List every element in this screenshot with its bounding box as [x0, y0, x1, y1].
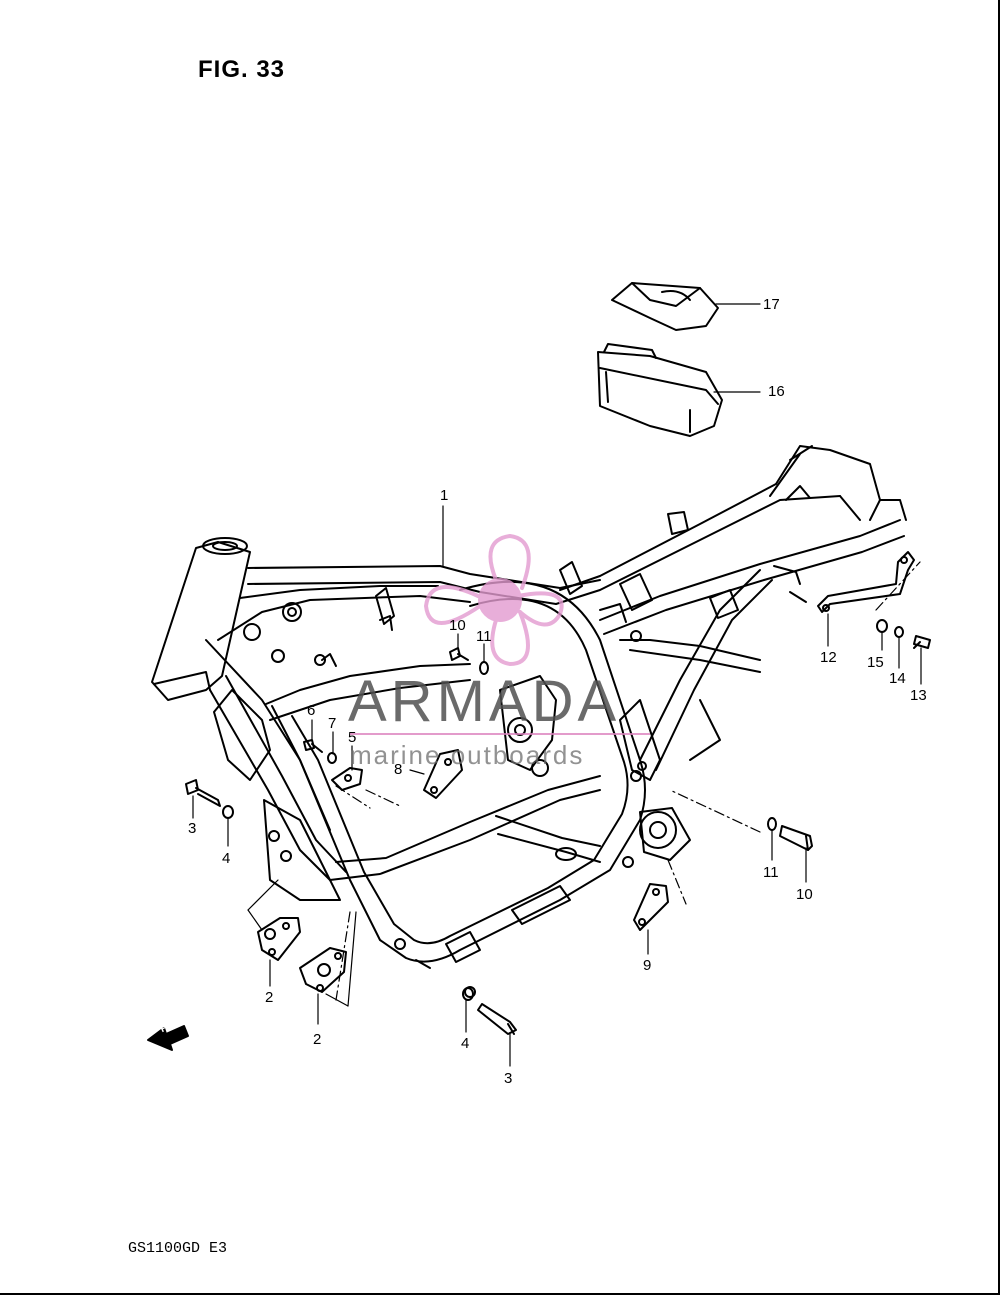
bolt-6	[303, 739, 323, 753]
callout-6: 6	[307, 702, 315, 719]
part-8-bracket	[423, 749, 463, 799]
leader-lines	[192, 303, 922, 1067]
assembly-lines	[335, 561, 921, 1001]
parts-13-14-15-fasteners	[876, 619, 931, 649]
callout-12: 12	[820, 649, 837, 666]
part-9-plate	[633, 883, 669, 931]
callout-4: 4	[222, 850, 230, 867]
callout-2: 2	[313, 1031, 321, 1048]
callout-2: 2	[265, 989, 273, 1006]
part-2-mount-plate-a	[257, 917, 301, 961]
figure-title: FIG. 33	[198, 56, 286, 83]
part-2-mount-plate-b	[299, 947, 347, 993]
watermark-logo-mark	[424, 534, 564, 666]
part-17-cover	[611, 282, 719, 331]
model-code: GS1100GD E3	[128, 1240, 228, 1257]
bolt-10-right	[779, 825, 813, 851]
callout-11: 11	[476, 628, 492, 645]
callout-numbers: 1 2 2 3 3 4 4 5 6 7 8 9 10 10 11 11 12 1…	[188, 296, 927, 1087]
bolt-3-upper	[185, 779, 221, 807]
watermark-brand: ARMADA	[348, 669, 621, 734]
callout-1: 1	[440, 487, 448, 504]
part-1-main-frame	[151, 445, 907, 998]
callout-11: 11	[763, 864, 779, 881]
callout-7: 7	[328, 715, 336, 732]
callout-10: 10	[449, 617, 466, 634]
callout-8: 8	[394, 761, 402, 778]
callout-17: 17	[763, 296, 780, 313]
callout-13: 13	[910, 687, 927, 704]
callout-3: 3	[188, 820, 196, 837]
bolt-10-upper	[449, 647, 469, 661]
watermark-underline	[350, 733, 650, 735]
callout-15: 15	[867, 654, 884, 671]
callout-10: 10	[796, 886, 813, 903]
bolt-3-lower	[477, 1003, 517, 1035]
callout-5: 5	[348, 729, 356, 746]
part-16-tray	[597, 343, 723, 437]
callout-4: 4	[461, 1035, 469, 1052]
callout-3: 3	[504, 1070, 512, 1087]
watermark-tagline: marine outboards	[350, 740, 585, 770]
part-12-bracket	[817, 551, 915, 613]
callout-14: 14	[889, 670, 906, 687]
callout-16: 16	[768, 383, 785, 400]
fwd-arrow	[147, 1025, 189, 1051]
callout-9: 9	[643, 957, 651, 974]
